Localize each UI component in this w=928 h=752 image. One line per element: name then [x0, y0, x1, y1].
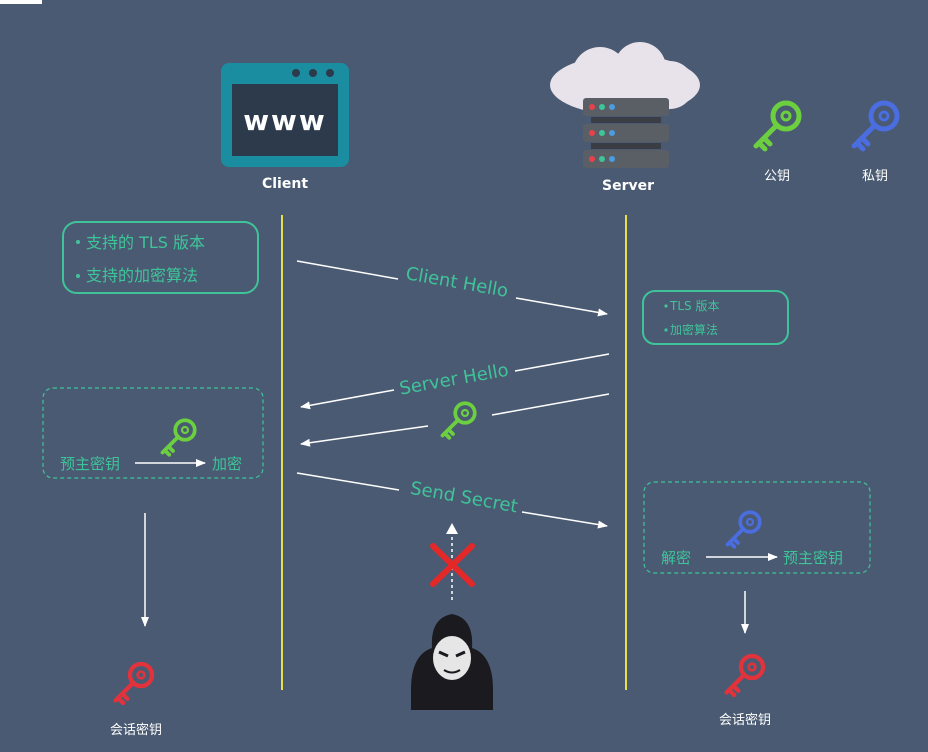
server-title: Server: [602, 178, 654, 194]
server-hello-message: Server Hello: [301, 353, 610, 407]
server-selected-tls: TLS 版本: [669, 299, 719, 313]
server-cloud-icon: [550, 42, 700, 168]
server-selection-box: TLS 版本 加密算法: [642, 290, 789, 345]
client-session-key-label: 会话密钥: [110, 722, 162, 738]
legend-private-key-label: 私钥: [862, 169, 888, 184]
public-key-icon: [756, 103, 799, 149]
server-session-key: 会话密钥: [719, 591, 771, 728]
legend-public-key-label: 公钥: [764, 169, 790, 184]
client-session-key: 会话密钥: [110, 513, 162, 738]
client-capabilities-box: 支持的 TLS 版本 支持的加密算法: [62, 221, 259, 294]
server-hello-label: Server Hello: [398, 360, 510, 400]
server-decrypt-label: 解密: [661, 549, 691, 567]
client-capability-cipher: 支持的加密算法: [86, 266, 198, 285]
private-key-icon: [854, 103, 897, 149]
blocked-cross-icon: [430, 543, 475, 587]
server-session-key-icon: [727, 656, 764, 695]
client-hello-message: Client Hello: [296, 260, 607, 314]
server-pre-master-label: 预主密钥: [783, 549, 843, 567]
client-session-key-icon: [116, 664, 153, 703]
send-secret-label: Send Secret: [409, 478, 520, 518]
client-pre-master-label: 预主密钥: [60, 455, 120, 473]
corner-mark: [0, 0, 42, 4]
client-title: Client: [262, 176, 308, 192]
server-session-key-label: 会话密钥: [719, 712, 771, 728]
client-encrypt-box: 预主密钥 加密: [42, 387, 264, 479]
client-hello-label: Client Hello: [404, 263, 510, 302]
hacker-icon: [411, 614, 493, 710]
server-decrypt-private-key-icon: [725, 510, 762, 549]
transferred-public-key-icon: [440, 401, 477, 440]
client-encrypt-label: 加密: [212, 455, 242, 473]
client-capability-tls: 支持的 TLS 版本: [86, 233, 205, 252]
server-selected-cipher: 加密算法: [670, 322, 718, 337]
send-secret-message: Send Secret: [296, 472, 607, 526]
client-screen-text: www: [243, 104, 327, 137]
client-browser-icon: www: [221, 63, 349, 167]
server-decrypt-box: 解密 预主密钥: [643, 481, 871, 574]
client-encrypt-public-key-icon: [160, 418, 197, 457]
attacker-interception: [411, 523, 493, 710]
public-key-transfer: [301, 393, 610, 444]
